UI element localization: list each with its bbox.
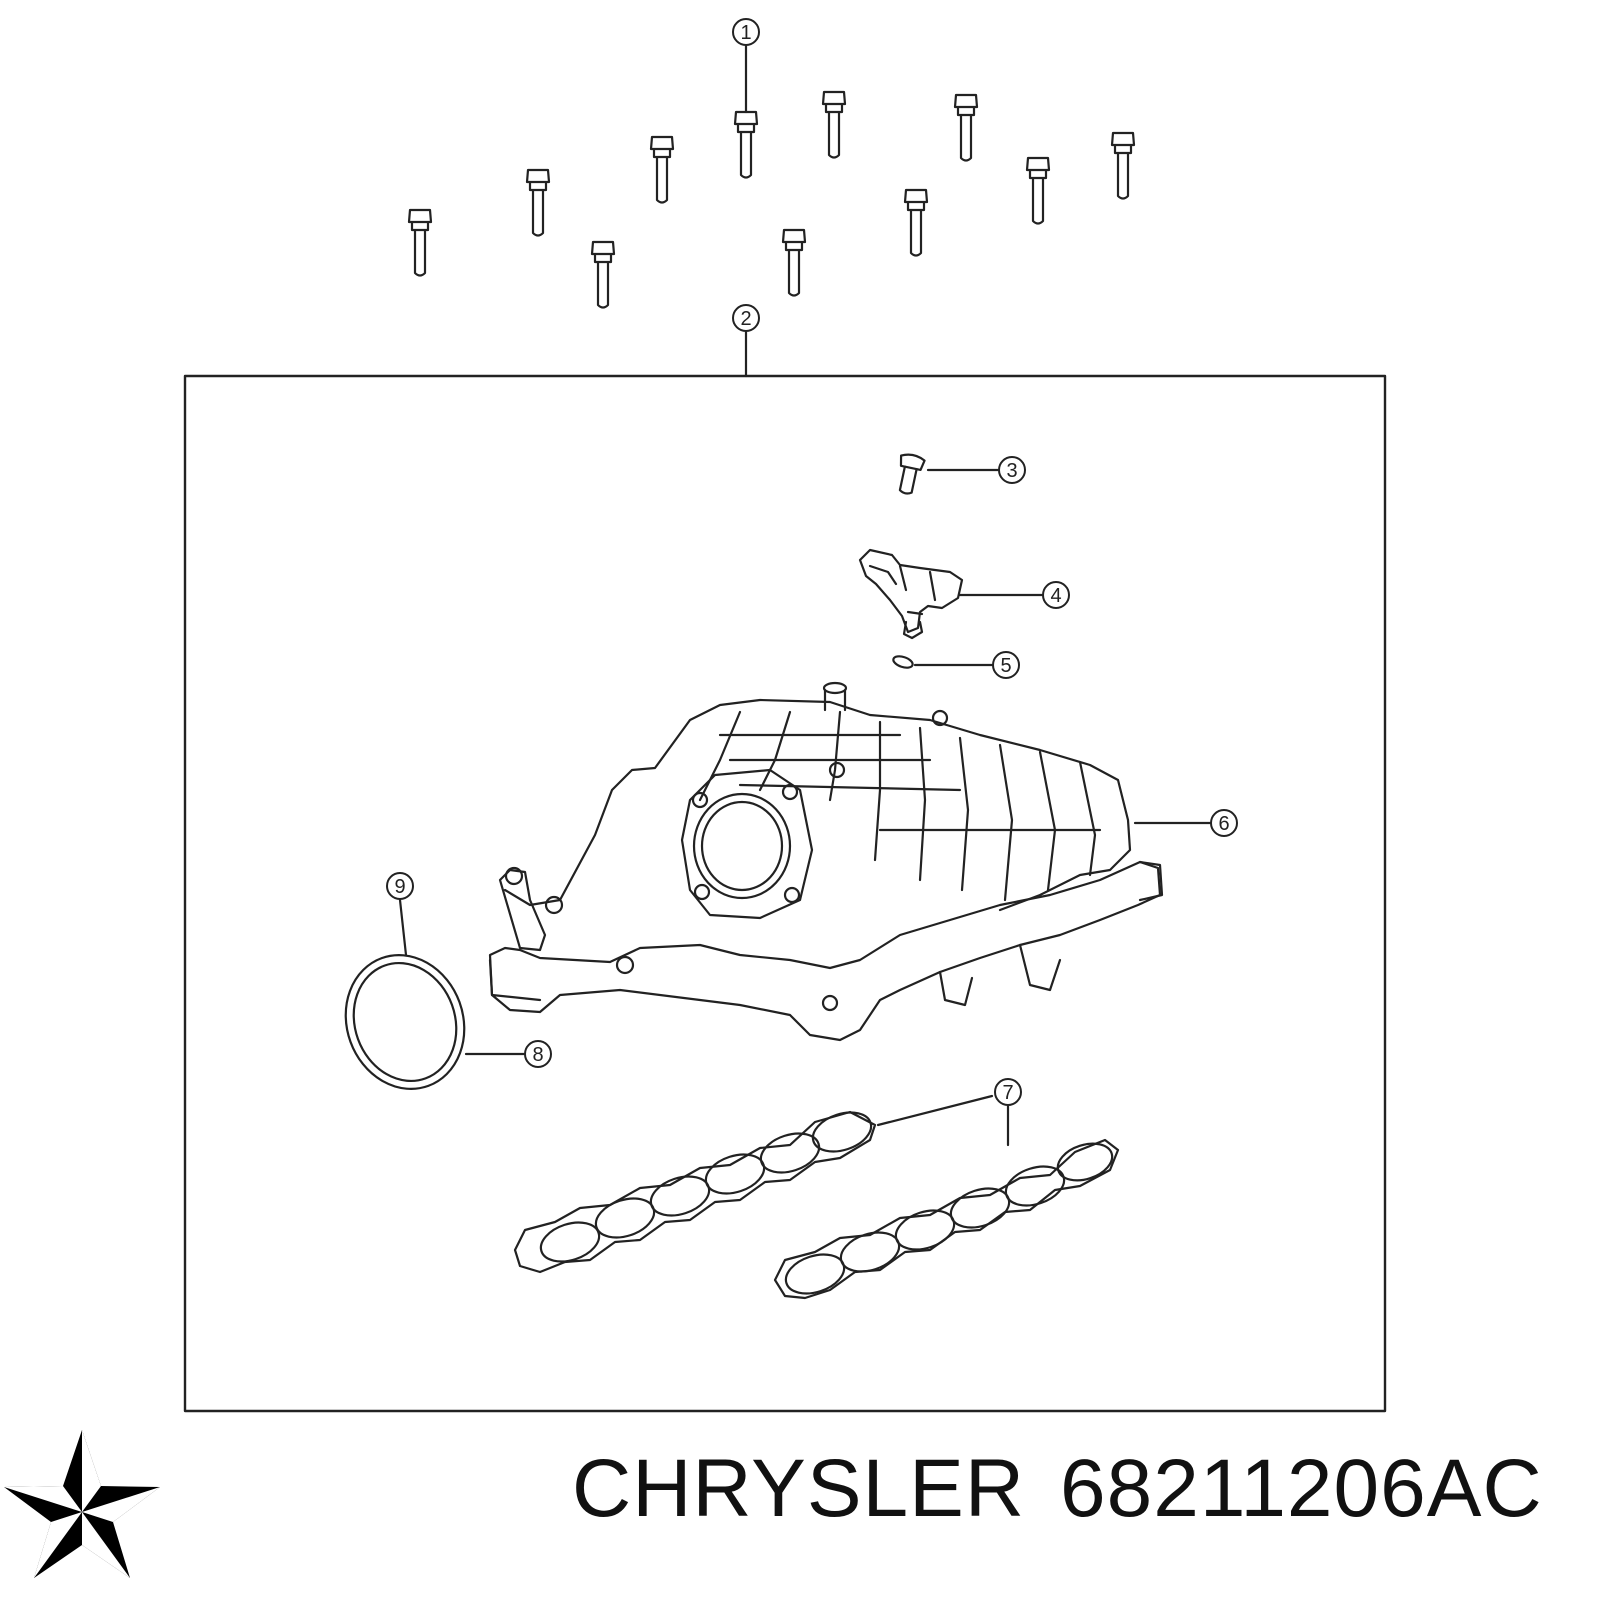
bolt-set: [407, 90, 1136, 309]
callout-3: 3: [1006, 460, 1017, 482]
bolt: [525, 168, 551, 237]
callout-1-circle: [732, 18, 760, 46]
callout-8-circle: [524, 1040, 552, 1068]
callout-1: 1: [740, 22, 751, 44]
manifold-gasket-right: [773, 1138, 1120, 1300]
callout-4: 4: [1050, 585, 1061, 607]
callout-7-circle: [994, 1078, 1022, 1106]
bolt: [781, 228, 807, 297]
intake-manifold-part: [488, 681, 1164, 1042]
throttle-body-gasket: [344, 953, 466, 1091]
callout-2-circle: [732, 304, 760, 332]
callout-2: 2: [740, 308, 751, 330]
callout-6: 6: [1218, 813, 1229, 835]
bolt: [953, 93, 979, 162]
callout-3-circle: [998, 456, 1026, 484]
bolt: [733, 110, 759, 179]
bolt: [590, 240, 616, 309]
bolt: [407, 208, 433, 277]
callout-8: 8: [532, 1044, 543, 1066]
bolt: [1110, 131, 1136, 200]
o-ring-part: [892, 655, 914, 669]
callout-9-circle: [386, 872, 414, 900]
bolt: [649, 135, 675, 204]
manifold-gasket-left: [513, 1110, 877, 1274]
callout-7: 7: [1002, 1082, 1013, 1104]
part-number: 68211206AC: [1060, 1443, 1543, 1534]
throttle-bore: [680, 768, 814, 920]
bolt: [821, 90, 847, 159]
callout-5-circle: [992, 651, 1020, 679]
assembly-frame: [183, 374, 1387, 1413]
chrysler-pentastar-icon: [4, 1430, 160, 1578]
bolt: [1025, 156, 1051, 225]
map-sensor-part: [858, 548, 964, 640]
screw-part: [898, 453, 926, 495]
callout-5: 5: [1000, 655, 1011, 677]
callout-9: 9: [394, 876, 405, 898]
brand-name: CHRYSLER: [572, 1443, 1026, 1534]
callout-6-circle: [1210, 809, 1238, 837]
bolt: [903, 188, 929, 257]
callout-4-circle: [1042, 581, 1070, 609]
